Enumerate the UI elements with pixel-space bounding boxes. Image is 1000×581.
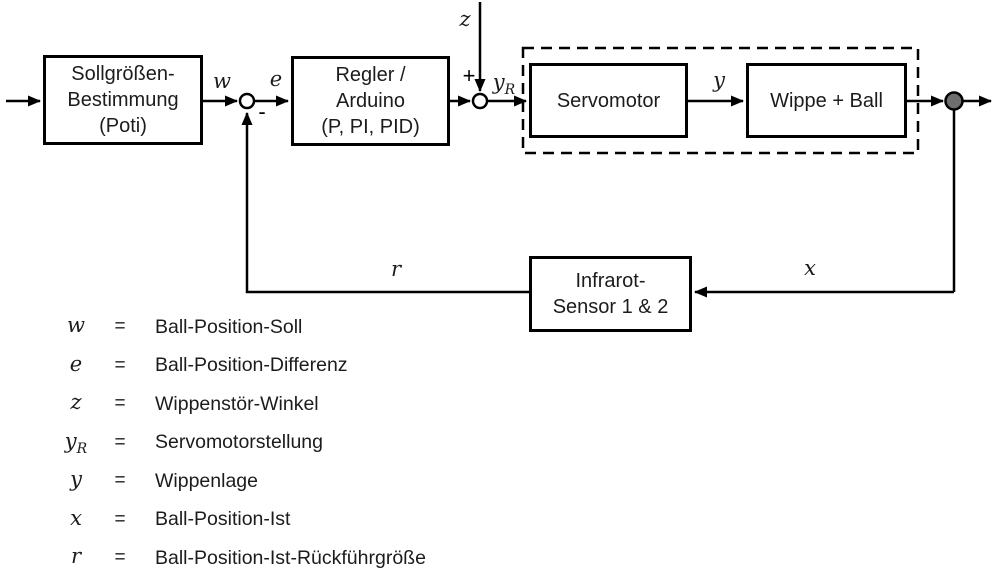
- legend-label-y: Wippenlage: [155, 469, 258, 492]
- signal-label-yr-sub: R: [504, 82, 516, 99]
- plus-sign: +: [462, 63, 476, 88]
- legend-symbol-r: r: [70, 544, 82, 569]
- legend-symbol-x: x: [70, 505, 82, 530]
- legend-symbol-e: e: [69, 351, 83, 376]
- sum-junction-error: [238, 92, 256, 110]
- legend-row-w: w = Ball-Position-Soll: [0, 308, 560, 347]
- block-regler-line1: Regler /: [335, 64, 406, 86]
- signal-label-e: e: [269, 67, 283, 91]
- block-sollgroessen-line2: Bestimmung: [67, 89, 179, 111]
- block-sollgroessen-line1: Sollgrößen-: [71, 63, 175, 85]
- block-infrarot-line1: Infrarot-: [575, 270, 646, 292]
- legend-symbol-w: w: [67, 313, 85, 338]
- legend-row-r: r = Ball-Position-Ist-Rückführgröße: [0, 539, 560, 578]
- legend-label-x: Ball-Position-Ist: [155, 508, 291, 531]
- legend-label-e: Ball-Position-Differenz: [155, 354, 348, 377]
- legend-label-w: Ball-Position-Soll: [155, 315, 303, 338]
- legend-equals: =: [114, 431, 126, 453]
- signal-legend: w = Ball-Position-Soll e = Ball-Position…: [0, 308, 560, 578]
- legend-equals: =: [114, 470, 126, 492]
- block-infrarot-line2: Sensor 1 & 2: [552, 296, 669, 318]
- minus-sign: -: [258, 99, 266, 124]
- legend-row-z: z = Wippenstör-Winkel: [0, 385, 560, 424]
- branch-node: [944, 91, 964, 111]
- signal-label-r: r: [390, 257, 402, 281]
- signal-label-z: z: [459, 7, 471, 31]
- legend-equals: =: [114, 508, 126, 530]
- legend-symbol-yr: yR: [64, 428, 88, 457]
- legend-row-y: y = Wippenlage: [0, 462, 560, 501]
- signal-label-yr-base: y: [492, 69, 505, 94]
- block-regler-line2: Arduino: [336, 90, 405, 112]
- legend-label-yr: Servomotorstellung: [155, 431, 323, 454]
- block-sollgroessen-bestimmung: Sollgrößen- Bestimmung (Poti): [43, 55, 203, 145]
- legend-label-z: Wippenstör-Winkel: [155, 392, 319, 415]
- block-regler-line3: (P, PI, PID): [321, 116, 420, 138]
- legend-symbol-z: z: [70, 390, 82, 415]
- legend-equals: =: [114, 316, 126, 338]
- legend-row-x: x = Ball-Position-Ist: [0, 501, 560, 540]
- block-servomotor-line1: Servomotor: [556, 89, 661, 112]
- legend-equals: =: [114, 354, 126, 376]
- legend-row-e: e = Ball-Position-Differenz: [0, 347, 560, 386]
- legend-row-yr: yR = Servomotorstellung: [0, 424, 560, 463]
- block-servomotor: Servomotor: [529, 63, 688, 138]
- legend-equals: =: [114, 547, 126, 569]
- r-feedback-arrow: [241, 112, 529, 294]
- legend-symbol-y: y: [70, 467, 82, 492]
- sum-junction-disturbance: [471, 92, 489, 110]
- signal-label-y: y: [713, 68, 725, 92]
- signal-label-yr: yR: [493, 70, 515, 98]
- legend-label-r: Ball-Position-Ist-Rückführgröße: [155, 546, 426, 569]
- block-infrarot-sensor: Infrarot- Sensor 1 & 2: [529, 256, 692, 332]
- block-regler-arduino: Regler / Arduino (P, PI, PID): [291, 56, 450, 146]
- signal-label-x: x: [804, 256, 816, 280]
- legend-equals: =: [114, 393, 126, 415]
- block-wippe-line1: Wippe + Ball: [770, 89, 883, 112]
- signal-label-w: w: [213, 69, 231, 93]
- block-wippe-ball: Wippe + Ball: [746, 63, 907, 138]
- block-sollgroessen-line3: (Poti): [99, 115, 147, 137]
